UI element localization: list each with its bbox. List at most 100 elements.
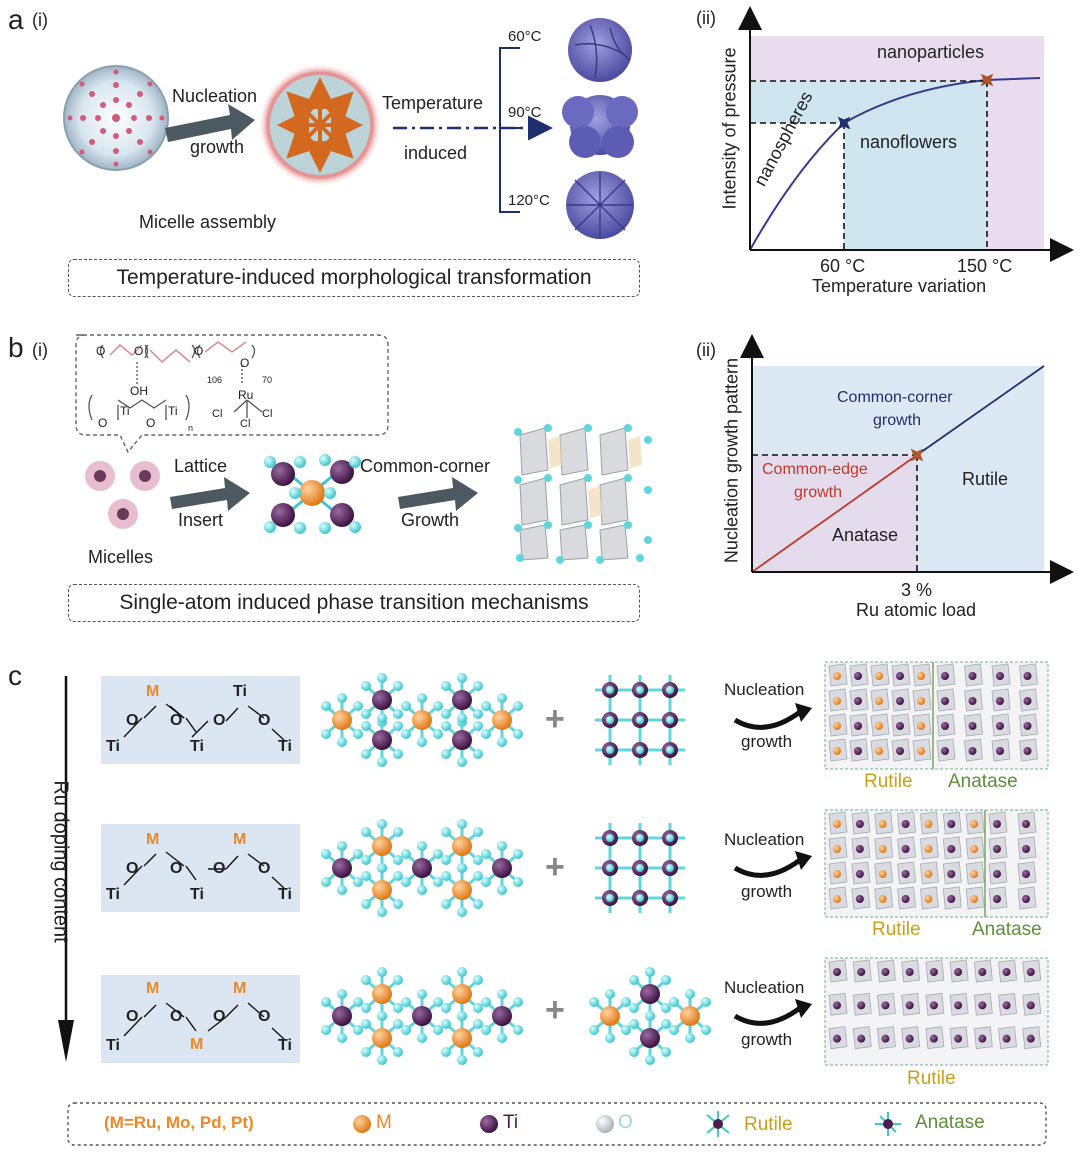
oxygen-atom: [321, 1025, 331, 1035]
lattice-atom: [968, 747, 977, 755]
lattice-atom: [929, 968, 938, 976]
oxygen-atom: [497, 693, 507, 703]
oxygen-atom: [377, 757, 387, 767]
oxygen-atom: [441, 855, 451, 865]
lattice-atom: [941, 672, 949, 680]
nucleation-label: Nucleation: [172, 86, 258, 106]
micelles-label: Micelles: [88, 547, 154, 567]
m-atom: [452, 1028, 472, 1048]
oxygen-atom: [337, 737, 347, 747]
lattice-atom: [968, 722, 977, 730]
oxygen-atom: [377, 819, 387, 829]
ti-grid-row2: [595, 823, 685, 913]
row3-o3: O: [213, 1008, 226, 1025]
row2-ti3: Ti: [278, 886, 292, 903]
oxygen-atom: [377, 1011, 387, 1021]
panel-a-sub-ii: (ii): [696, 8, 716, 28]
oxygen-atom: [353, 1025, 363, 1035]
ti-atom: [372, 730, 392, 750]
row-structures: [321, 673, 711, 1065]
induced-label: induced: [404, 143, 468, 163]
lattice-atom: [996, 722, 1004, 730]
oxygen-atom: [393, 1047, 403, 1057]
oxygen-atom: [457, 1011, 467, 1021]
oxygen-atom: [473, 871, 483, 881]
oxygen-atom: [513, 701, 523, 711]
oxygen-atom: [401, 877, 411, 887]
oxygen-atom: [417, 841, 427, 851]
oxygen-atom: [666, 894, 674, 902]
row3-growth: growth: [741, 1030, 793, 1049]
oxygen-atom: [666, 864, 674, 872]
oxygen-atom: [417, 989, 427, 999]
m-atom: [600, 1006, 620, 1026]
temperature-bracket: [499, 47, 520, 213]
row1-ti1: Ti: [106, 738, 120, 755]
lattice-atom: [878, 870, 887, 878]
oxygen-atom: [441, 827, 451, 837]
lattice-atom: [833, 845, 841, 853]
oxygen-atom: [661, 1047, 671, 1057]
lattice-atom: [954, 1001, 963, 1010]
lattice-atom: [854, 672, 862, 680]
pressure-chart: [738, 6, 1074, 262]
lattice-atom: [896, 697, 904, 705]
lattice-atom: [968, 672, 977, 680]
lattice-atom: [924, 870, 933, 878]
oxygen-atom: [361, 1003, 371, 1013]
ru-load-x-axis-label: Ru atomic load: [856, 600, 977, 620]
oxygen-atom: [645, 967, 655, 977]
lattice-label: Lattice: [174, 456, 228, 476]
oxygen-atom: [457, 907, 467, 917]
lattice-atom: [854, 697, 862, 705]
ti-atom: [332, 1006, 352, 1026]
chem-o2: O: [134, 344, 144, 358]
oxygen-atom: [321, 997, 331, 1007]
lattice-atom: [833, 895, 841, 903]
lattice-atom: [954, 968, 963, 976]
oxygen-atom: [621, 997, 631, 1007]
oxygen-atom: [661, 1019, 671, 1029]
m-atom: [372, 1028, 392, 1048]
m-atom: [452, 836, 472, 856]
oxygen-atom: [636, 746, 644, 754]
oxygen-atom: [636, 864, 644, 872]
lattice-atom: [878, 820, 887, 828]
temp-60-label: 60°C: [508, 28, 542, 45]
chemical-structure-bubble: [75, 334, 389, 454]
star-marker-150: [980, 73, 994, 87]
lattice-atom: [1023, 747, 1032, 755]
dopant-chain-row1: [321, 673, 523, 767]
lattice-atom: [875, 722, 883, 730]
dopant-chain-row2: [321, 819, 523, 917]
lattice-atom: [1022, 820, 1030, 828]
chem-o1: O: [96, 344, 106, 358]
tick-150: 150 °C: [957, 256, 1013, 276]
oxygen-atom: [433, 877, 443, 887]
row2-m2: M: [233, 831, 247, 848]
oxygen-atom: [701, 997, 711, 1007]
oxygen-atom: [321, 729, 331, 739]
panel-a-letter: a: [8, 4, 24, 35]
lattice-atom: [970, 845, 979, 853]
lattice-atom: [954, 1034, 963, 1043]
oxygen-atom: [497, 841, 507, 851]
oxygen-atom: [513, 997, 523, 1007]
tick-3pct: 3 %: [901, 580, 933, 600]
oxygen-atom: [457, 819, 467, 829]
star-marker-60: [837, 116, 851, 130]
row2-nucleation: Nucleation: [724, 830, 805, 849]
oxygen-atom: [481, 1025, 491, 1035]
legend-ti-label: Ti: [503, 1112, 519, 1133]
insert-label: Insert: [178, 510, 224, 530]
oxygen-atom: [337, 1033, 347, 1043]
temperature-x-axis-label: Temperature variation: [812, 276, 987, 296]
star-marker-3pct: [910, 448, 924, 462]
oxygen-atom: [441, 871, 451, 881]
m-atom: [680, 1006, 700, 1026]
lattice-atom: [881, 968, 890, 976]
panel-b-sub-ii: (ii): [696, 340, 716, 360]
oxygen-atom: [441, 749, 451, 759]
lattice-atom: [924, 820, 933, 828]
